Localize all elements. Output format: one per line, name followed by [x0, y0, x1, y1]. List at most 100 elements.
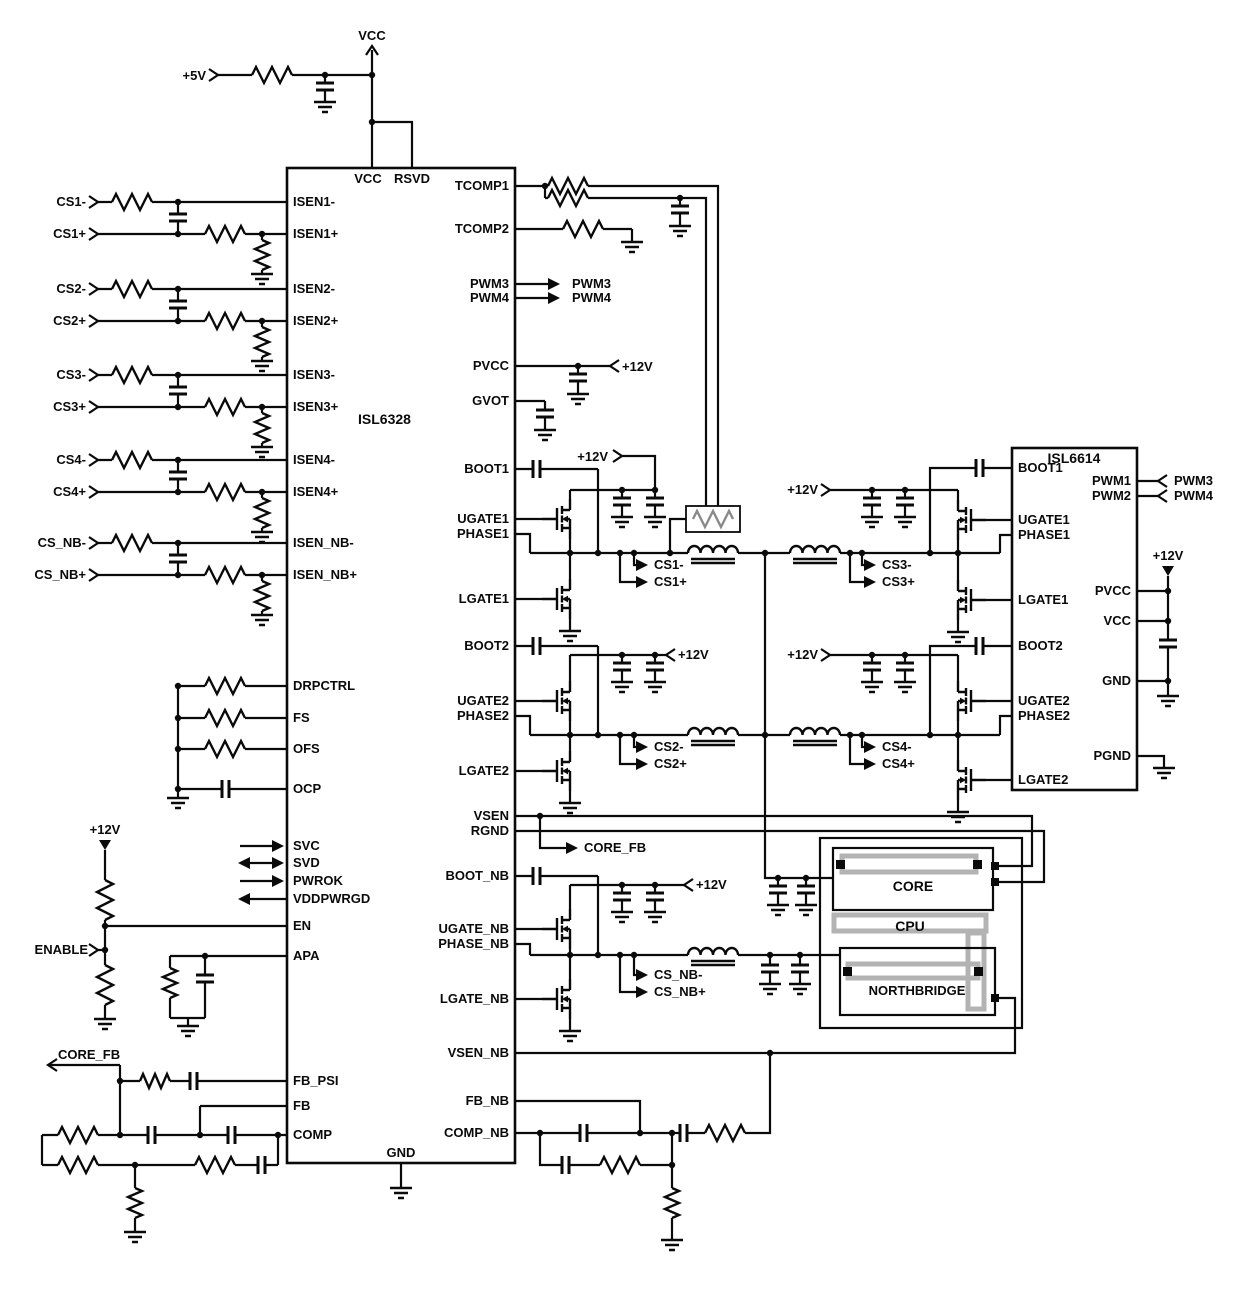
net-label: +12V: [577, 449, 608, 464]
wire-phase4: [765, 644, 1012, 812]
wire-status-stubs: [240, 844, 287, 901]
pin-label: ISEN2-: [293, 281, 335, 296]
pin-label: FB_PSI: [293, 1073, 339, 1088]
pin-label: SVD: [293, 855, 320, 870]
pin-label: PWM1: [1092, 473, 1131, 488]
pin-label: PHASE1: [457, 526, 509, 541]
pin-label: ISEN4+: [293, 484, 339, 499]
pin-label: PHASE1: [1018, 527, 1070, 542]
pin-label: GND: [387, 1145, 416, 1160]
pin-label: OFS: [293, 741, 320, 756]
pin-label: VDDPWRGD: [293, 891, 370, 906]
ic-body-isl6614: [1010, 446, 1139, 792]
pin-label: FB_NB: [466, 1093, 509, 1108]
net-label: CS3+: [53, 399, 86, 414]
pin-label: COMP: [293, 1127, 332, 1142]
net-label: +12V: [787, 647, 818, 662]
wire-phase3: [765, 466, 1012, 632]
net-label: CS1-: [654, 557, 684, 572]
pin-label: BOOT_NB: [445, 868, 509, 883]
pin-label: BOOT1: [1018, 460, 1063, 475]
pin-label: TCOMP1: [455, 178, 509, 193]
pin-label: PWM4: [470, 290, 510, 305]
net-label: CS3-: [56, 367, 86, 382]
pin-label: PWROK: [293, 873, 343, 888]
pin-label: UGATE_NB: [438, 921, 509, 936]
wire-tcomp: [515, 184, 720, 553]
pin-label: OCP: [293, 781, 322, 796]
net-label: +5V: [183, 68, 207, 83]
net-label: CS1+: [654, 574, 687, 589]
pin-label: BOOT2: [464, 638, 509, 653]
isl6328-labels: ISL6328 VCC RSVD GND ISEN1- ISEN1+ ISEN2…: [293, 171, 510, 1160]
pin-label: ISEN4-: [293, 452, 335, 467]
pin-label: LGATE1: [1018, 592, 1068, 607]
pin-label: ISEN3-: [293, 367, 335, 382]
net-label: CS_NB-: [38, 535, 86, 550]
pin-label: VSEN: [474, 808, 509, 823]
net-label: CS1+: [53, 226, 86, 241]
net-label: CS_NB+: [34, 567, 86, 582]
pin-label: ISEN_NB+: [293, 567, 357, 582]
pin-label: FS: [293, 710, 310, 725]
ic-name: ISL6614: [1048, 450, 1101, 466]
net-label: CS4-: [56, 452, 86, 467]
pin-label: COMP_NB: [444, 1125, 509, 1140]
pin-label: LGATE_NB: [440, 991, 509, 1006]
net-label: +12V: [90, 822, 121, 837]
net-label: ENABLE: [35, 942, 89, 957]
ntc-thermistor-box: [685, 505, 741, 533]
net-label: PWM4: [1174, 488, 1214, 503]
net-label: CS2-: [654, 739, 684, 754]
pin-label: DRPCTRL: [293, 678, 355, 693]
net-label: CS4+: [882, 756, 915, 771]
pin-label: ISEN1-: [293, 194, 335, 209]
net-label: CORE_FB: [584, 840, 646, 855]
pin-label: VCC: [354, 171, 382, 186]
pin-label: ISEN3+: [293, 399, 339, 414]
junction-dots: [101, 71, 1172, 1169]
pin-label: UGATE2: [1018, 693, 1070, 708]
net-label: CS_NB+: [654, 984, 706, 999]
pin-label: PVCC: [1095, 583, 1132, 598]
pin-label: PVCC: [473, 358, 510, 373]
wire-top-vcc: [218, 50, 414, 168]
net-label: CS3+: [882, 574, 915, 589]
pin-label: PWM3: [470, 276, 509, 291]
pin-label: PWM2: [1092, 488, 1131, 503]
pin-label: VCC: [1104, 613, 1132, 628]
pin-label: LGATE2: [459, 763, 509, 778]
cpu-trace-bar: [831, 912, 989, 934]
net-label: +12V: [622, 359, 653, 374]
net-label: PWM3: [1174, 473, 1213, 488]
net-label: +12V: [678, 647, 709, 662]
net-label: CS_NB-: [654, 967, 702, 982]
wire-phase1: [515, 454, 833, 905]
net-label: PWM3: [572, 276, 611, 291]
net-label: CS2+: [53, 313, 86, 328]
pin-label: RGND: [471, 823, 509, 838]
pin-label: RSVD: [394, 171, 430, 186]
ic-name: ISL6328: [358, 411, 411, 427]
wire-sense-feedback: [515, 814, 1046, 1240]
wire-driver-right: [1137, 479, 1170, 768]
pin-label: VSEN_NB: [448, 1045, 509, 1060]
net-label: CS2+: [654, 756, 687, 771]
pin-label: SVC: [293, 838, 320, 853]
pin-label: LGATE2: [1018, 772, 1068, 787]
pin-label: ISEN2+: [293, 313, 339, 328]
core-label: CORE: [893, 878, 933, 894]
pin-label: PHASE_NB: [438, 936, 509, 951]
pin-label: UGATE1: [1018, 512, 1070, 527]
pin-label: BOOT1: [464, 461, 509, 476]
net-label: CS1-: [56, 194, 86, 209]
pin-label: TCOMP2: [455, 221, 509, 236]
northbridge-label: NORTHBRIDGE: [869, 983, 966, 998]
pin-label: PHASE2: [457, 708, 509, 723]
pin-label: PHASE2: [1018, 708, 1070, 723]
pin-label: ISEN_NB-: [293, 535, 354, 550]
net-label: CS2-: [56, 281, 86, 296]
